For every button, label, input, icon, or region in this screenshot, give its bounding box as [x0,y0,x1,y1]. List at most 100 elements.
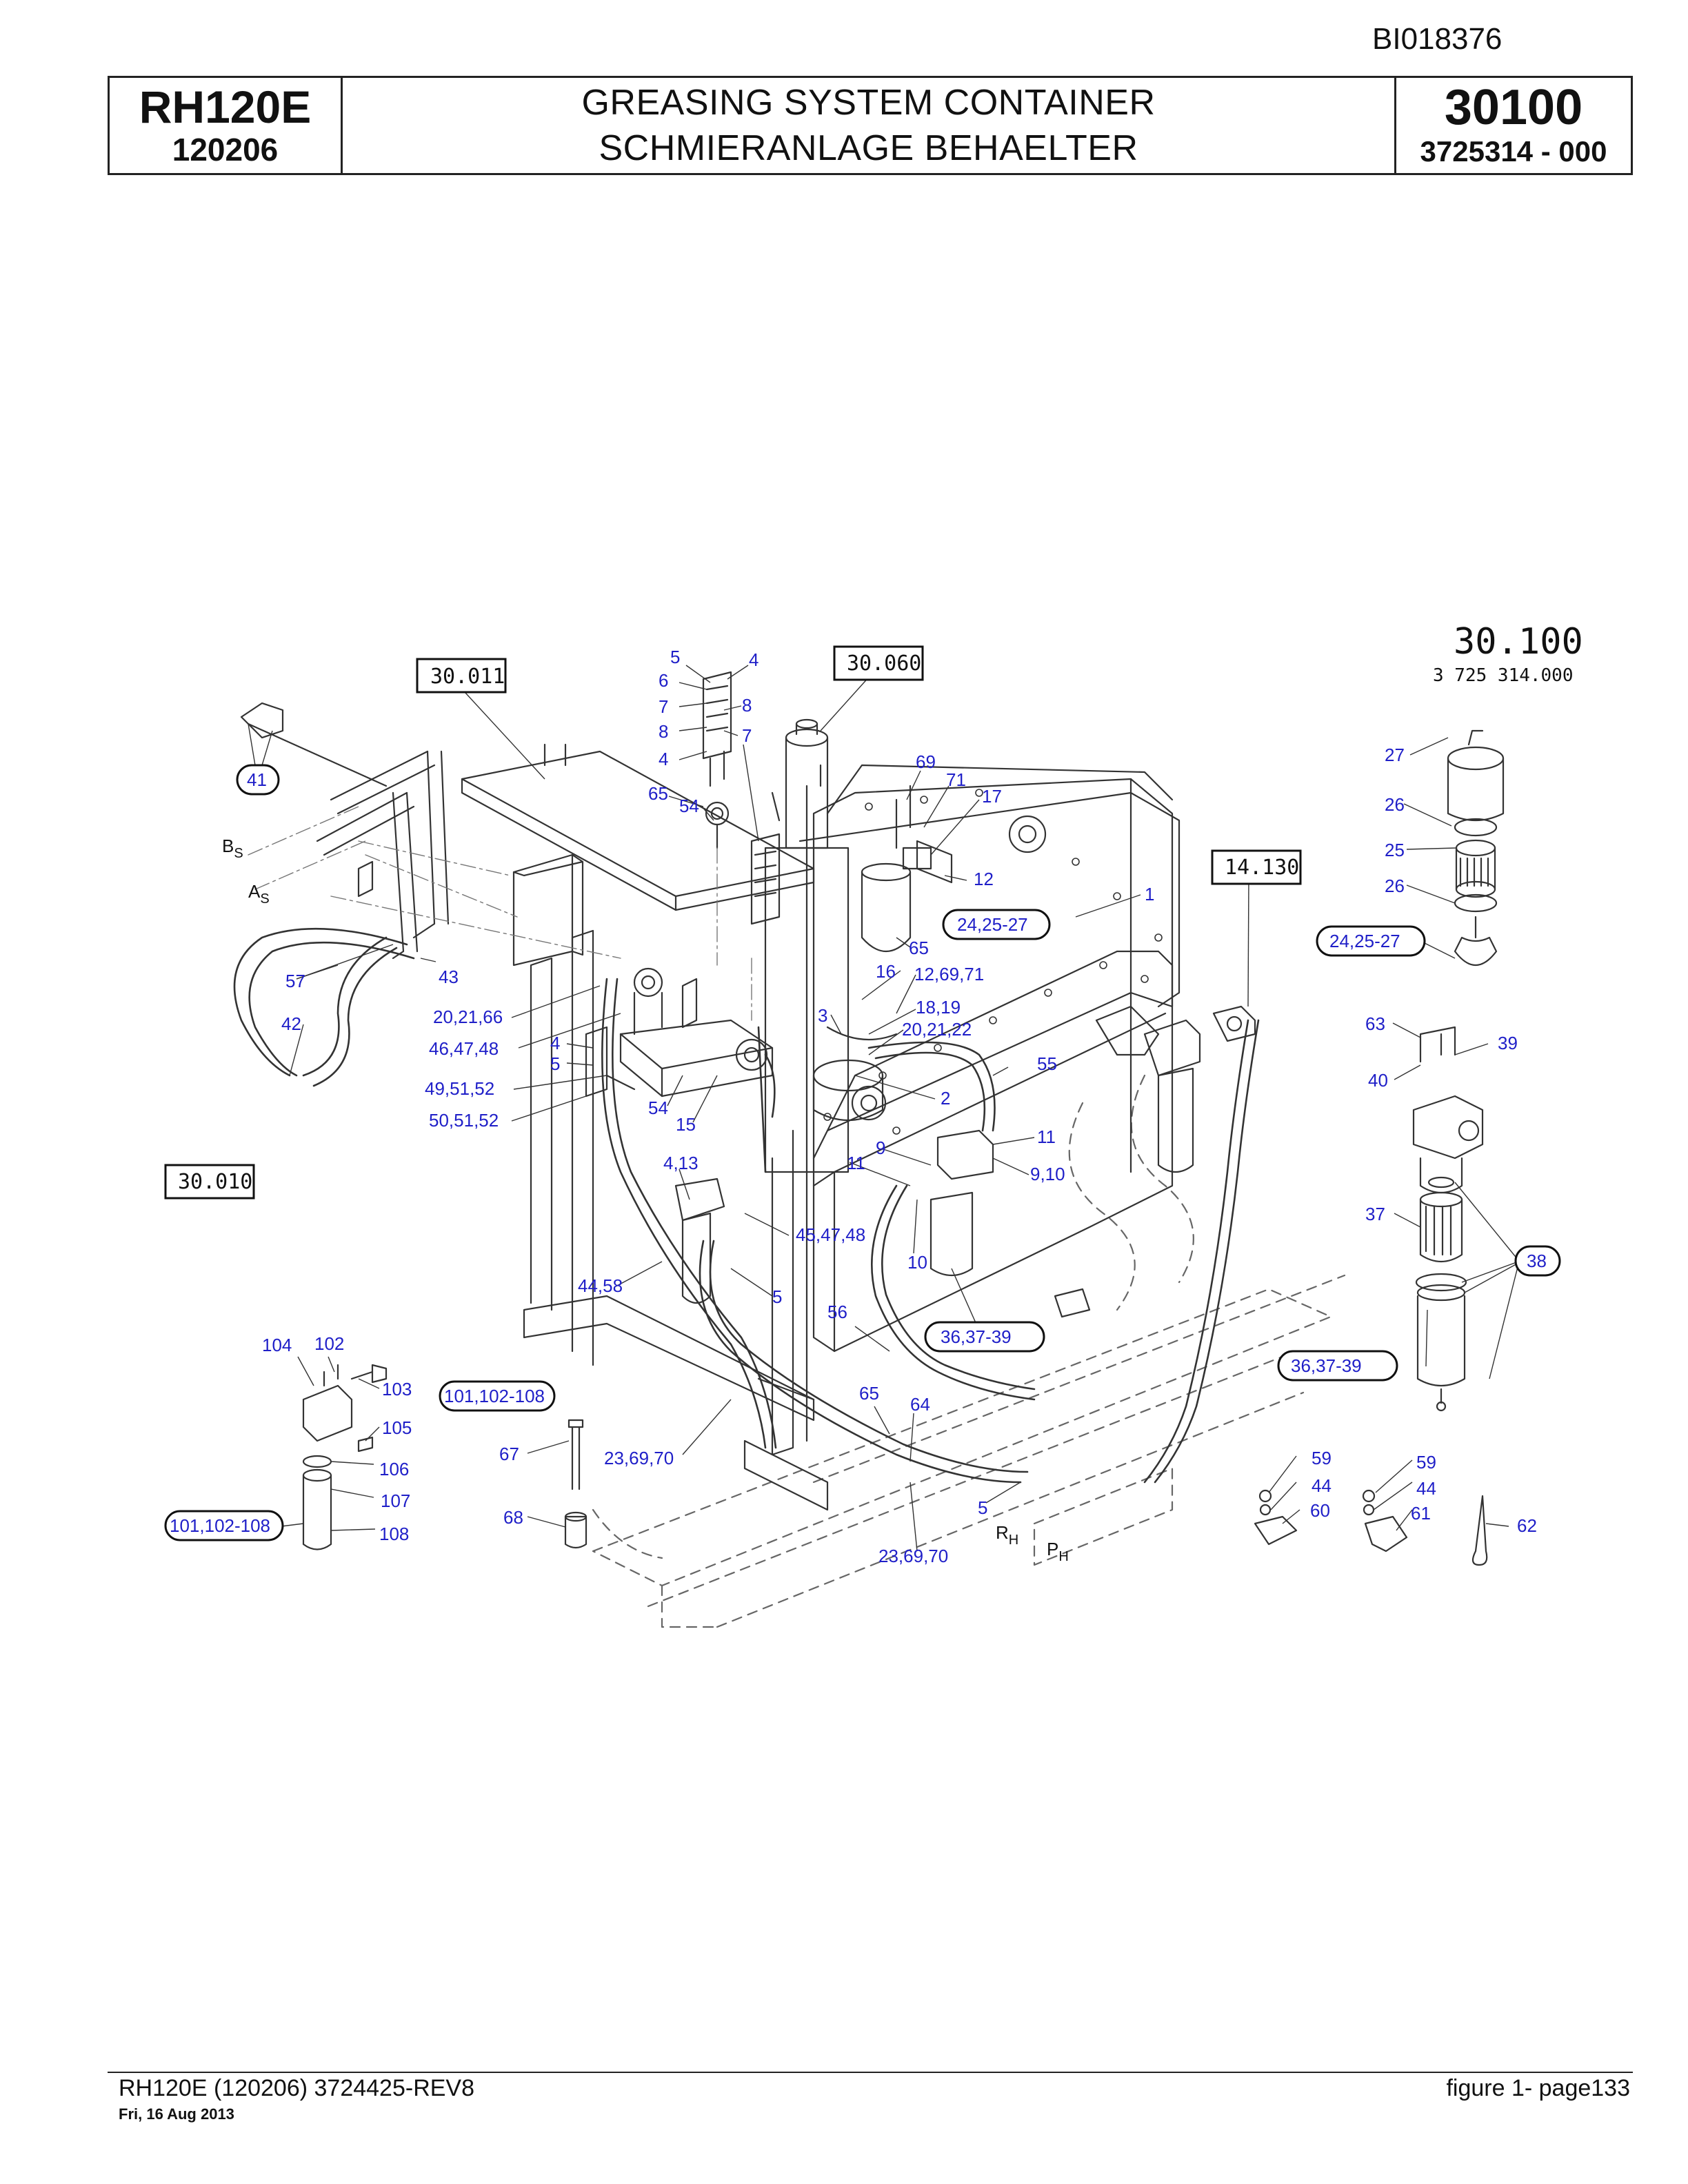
callout-25[interactable]: 25 [1385,840,1405,860]
pressure-accumulator [861,785,953,953]
leader-lines [248,665,1519,1552]
callout-108[interactable]: 108 [379,1524,409,1544]
callout-4[interactable]: 4 [749,649,758,670]
callout-61[interactable]: 61 [1411,1503,1431,1524]
callout-105[interactable]: 105 [382,1417,412,1438]
svg-text:BS: BS [222,836,243,861]
callout-5[interactable]: 5 [772,1286,782,1307]
reference-box-30-010[interactable]: 30.010 [164,1164,255,1200]
callout-4-13[interactable]: 4,13 [663,1153,699,1173]
callout-67[interactable]: 67 [499,1444,519,1464]
callout-65[interactable]: 65 [648,783,668,804]
callout-26[interactable]: 26 [1385,794,1405,815]
title-german: SCHMIERANLAGE BEHAELTER [599,128,1138,168]
centerlines [248,806,752,1021]
callout-7[interactable]: 7 [742,725,752,746]
callout-44[interactable]: 44 [1312,1475,1332,1496]
callout-7[interactable]: 7 [659,696,668,717]
callout-39[interactable]: 39 [1498,1033,1518,1053]
port-label-bs: BS [222,836,243,861]
callout-42[interactable]: 42 [281,1013,301,1034]
callout-65[interactable]: 65 [859,1383,879,1404]
callout-1[interactable]: 1 [1145,884,1154,904]
callout-40[interactable]: 40 [1368,1070,1388,1091]
callout-37[interactable]: 37 [1365,1204,1385,1224]
callout-104[interactable]: 104 [262,1335,292,1355]
callout-24-25-27[interactable]: 24,25-27 [1329,931,1400,951]
callout-11[interactable]: 11 [847,1153,865,1173]
callout-103[interactable]: 103 [382,1379,412,1399]
callout-20-21-22[interactable]: 20,21,22 [902,1019,972,1040]
callout-15[interactable]: 15 [676,1114,696,1135]
callout-101-102-108[interactable]: 101,102-108 [170,1515,270,1536]
callout-63[interactable]: 63 [1365,1013,1385,1034]
callout-8[interactable]: 8 [742,695,752,716]
callout-5[interactable]: 5 [978,1497,987,1518]
callout-69[interactable]: 69 [916,751,936,772]
callout-38[interactable]: 38 [1527,1251,1547,1271]
fittings-right [1054,1005,1256,1318]
callout-43[interactable]: 43 [439,967,459,987]
callout-24-25-27[interactable]: 24,25-27 [957,914,1028,935]
callout-102[interactable]: 102 [314,1333,344,1354]
callout-4[interactable]: 4 [659,749,668,769]
callout-8[interactable]: 8 [659,721,668,742]
callout-71[interactable]: 71 [946,769,966,790]
port-label-ph: PH [1047,1539,1069,1564]
callout-12-69-71[interactable]: 12,69,71 [914,964,984,984]
callout-49-51-52[interactable]: 49,51,52 [425,1078,494,1099]
callout-9[interactable]: 9 [876,1138,885,1158]
callout-60[interactable]: 60 [1310,1500,1330,1521]
valve-stack [702,671,781,925]
callout-54[interactable]: 54 [679,796,699,816]
grease-pump [764,718,898,1173]
callout-5[interactable]: 5 [550,1053,560,1074]
callout-frames [164,764,1561,1541]
callout-59[interactable]: 59 [1416,1452,1436,1473]
callout-17[interactable]: 17 [982,786,1002,807]
reference-box-30-011[interactable]: 30.011 [416,658,507,694]
callout-5[interactable]: 5 [670,647,680,667]
callout-106[interactable]: 106 [379,1459,409,1479]
callout-27[interactable]: 27 [1385,745,1405,765]
callout-23-69-70[interactable]: 23,69,70 [604,1448,674,1468]
callout-54[interactable]: 54 [648,1098,668,1118]
callout-16[interactable]: 16 [876,961,896,982]
callout-44[interactable]: 44 [1416,1478,1436,1499]
callout-2[interactable]: 2 [941,1088,950,1109]
callout-44-58[interactable]: 44,58 [578,1275,623,1296]
callout-55[interactable]: 55 [1037,1053,1057,1074]
callout-68[interactable]: 68 [503,1507,523,1528]
callout-36-37-39[interactable]: 36,37-39 [941,1326,1012,1347]
callout-36-37-39[interactable]: 36,37-39 [1291,1355,1362,1376]
callout-11[interactable]: 11 [1037,1126,1056,1147]
port-label-rh: RH [996,1522,1018,1548]
callout-65[interactable]: 65 [909,938,929,958]
callout-23-69-70[interactable]: 23,69,70 [878,1546,948,1566]
callout-6[interactable]: 6 [659,670,668,691]
title-english: GREASING SYSTEM CONTAINER [581,83,1156,123]
svg-text:AS: AS [248,881,270,907]
callout-12[interactable]: 12 [974,869,994,889]
callout-107[interactable]: 107 [381,1490,410,1511]
callout-4[interactable]: 4 [550,1033,560,1053]
reference-box-14-130[interactable]: 14.130 [1211,849,1302,885]
callout-64[interactable]: 64 [910,1394,930,1415]
callout-20-21-66[interactable]: 20,21,66 [433,1007,503,1027]
callout-57[interactable]: 57 [285,971,305,991]
callout-50-51-52[interactable]: 50,51,52 [429,1110,499,1131]
callout-3[interactable]: 3 [818,1005,827,1026]
callout-62[interactable]: 62 [1517,1515,1537,1536]
callout-10[interactable]: 10 [907,1252,927,1273]
callout-41[interactable]: 41 [247,769,267,790]
callout-45-47-48[interactable]: 45,47,48 [796,1224,865,1245]
callout-18-19[interactable]: 18,19 [916,997,961,1018]
reference-box-30-060[interactable]: 30.060 [833,645,924,681]
callout-101-102-108[interactable]: 101,102-108 [444,1386,545,1406]
callout-9-10[interactable]: 9,10 [1030,1164,1065,1184]
callout-59[interactable]: 59 [1312,1448,1332,1468]
callout-46-47-48[interactable]: 46,47,48 [429,1038,499,1059]
callout-56[interactable]: 56 [827,1302,847,1322]
callout-26[interactable]: 26 [1385,876,1405,896]
